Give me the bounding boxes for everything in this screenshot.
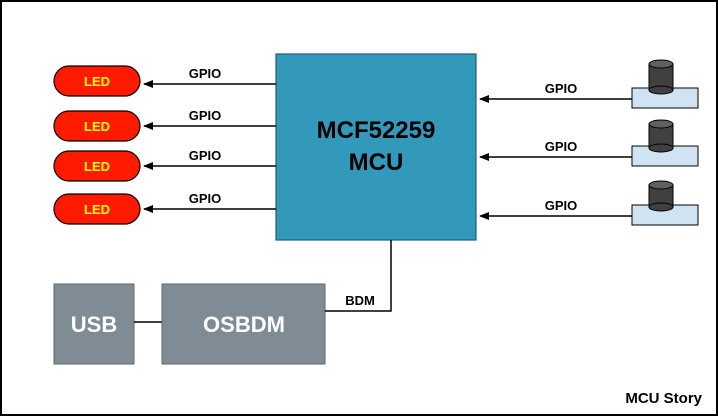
mcu-label-line2: MCU (349, 149, 404, 176)
usb-box (53, 283, 135, 365)
led-3-shape (53, 150, 141, 182)
button-group-1: GPIO (479, 59, 699, 109)
button-1-gpio-label: GPIO (545, 81, 578, 96)
led-2-shape (53, 110, 141, 142)
mcu-label-line1: MCF52259 (317, 117, 436, 144)
diagram-caption: MCU Story (625, 390, 702, 407)
led-4-gpio-label: GPIO (189, 191, 222, 206)
led-group-3: GPIO LED (53, 148, 276, 182)
mcu-box (275, 53, 477, 241)
usb-label: USB (71, 312, 117, 337)
debug-path: USB OSBDM BDM (53, 240, 392, 365)
button-3-gpio-label: GPIO (545, 198, 578, 213)
push-button-3-icon (631, 180, 699, 226)
led-3-label: LED (84, 159, 110, 174)
osbdm-box (161, 283, 326, 365)
push-button-2-icon (631, 119, 699, 167)
bdm-label: BDM (345, 293, 375, 308)
button-group-3: GPIO (479, 180, 699, 226)
led-group-4: GPIO LED (53, 191, 276, 225)
led-3-gpio-label: GPIO (189, 148, 222, 163)
led-group-1: GPIO LED (53, 65, 276, 97)
led-2-gpio-label: GPIO (189, 108, 222, 123)
mcu-block: MCF52259 MCU (275, 53, 477, 241)
osbdm-label: OSBDM (203, 312, 285, 337)
led-1-gpio-label: GPIO (189, 66, 222, 81)
led-2-label: LED (84, 119, 110, 134)
led-4-shape (53, 193, 141, 225)
push-button-1-icon (631, 59, 699, 109)
led-4-label: LED (84, 202, 110, 217)
bdm-wire (325, 240, 392, 312)
led-group-2: GPIO LED (53, 108, 276, 142)
button-group-2: GPIO (479, 119, 699, 167)
led-1-shape (53, 65, 141, 97)
button-2-gpio-label: GPIO (545, 139, 578, 154)
led-1-label: LED (84, 74, 110, 89)
